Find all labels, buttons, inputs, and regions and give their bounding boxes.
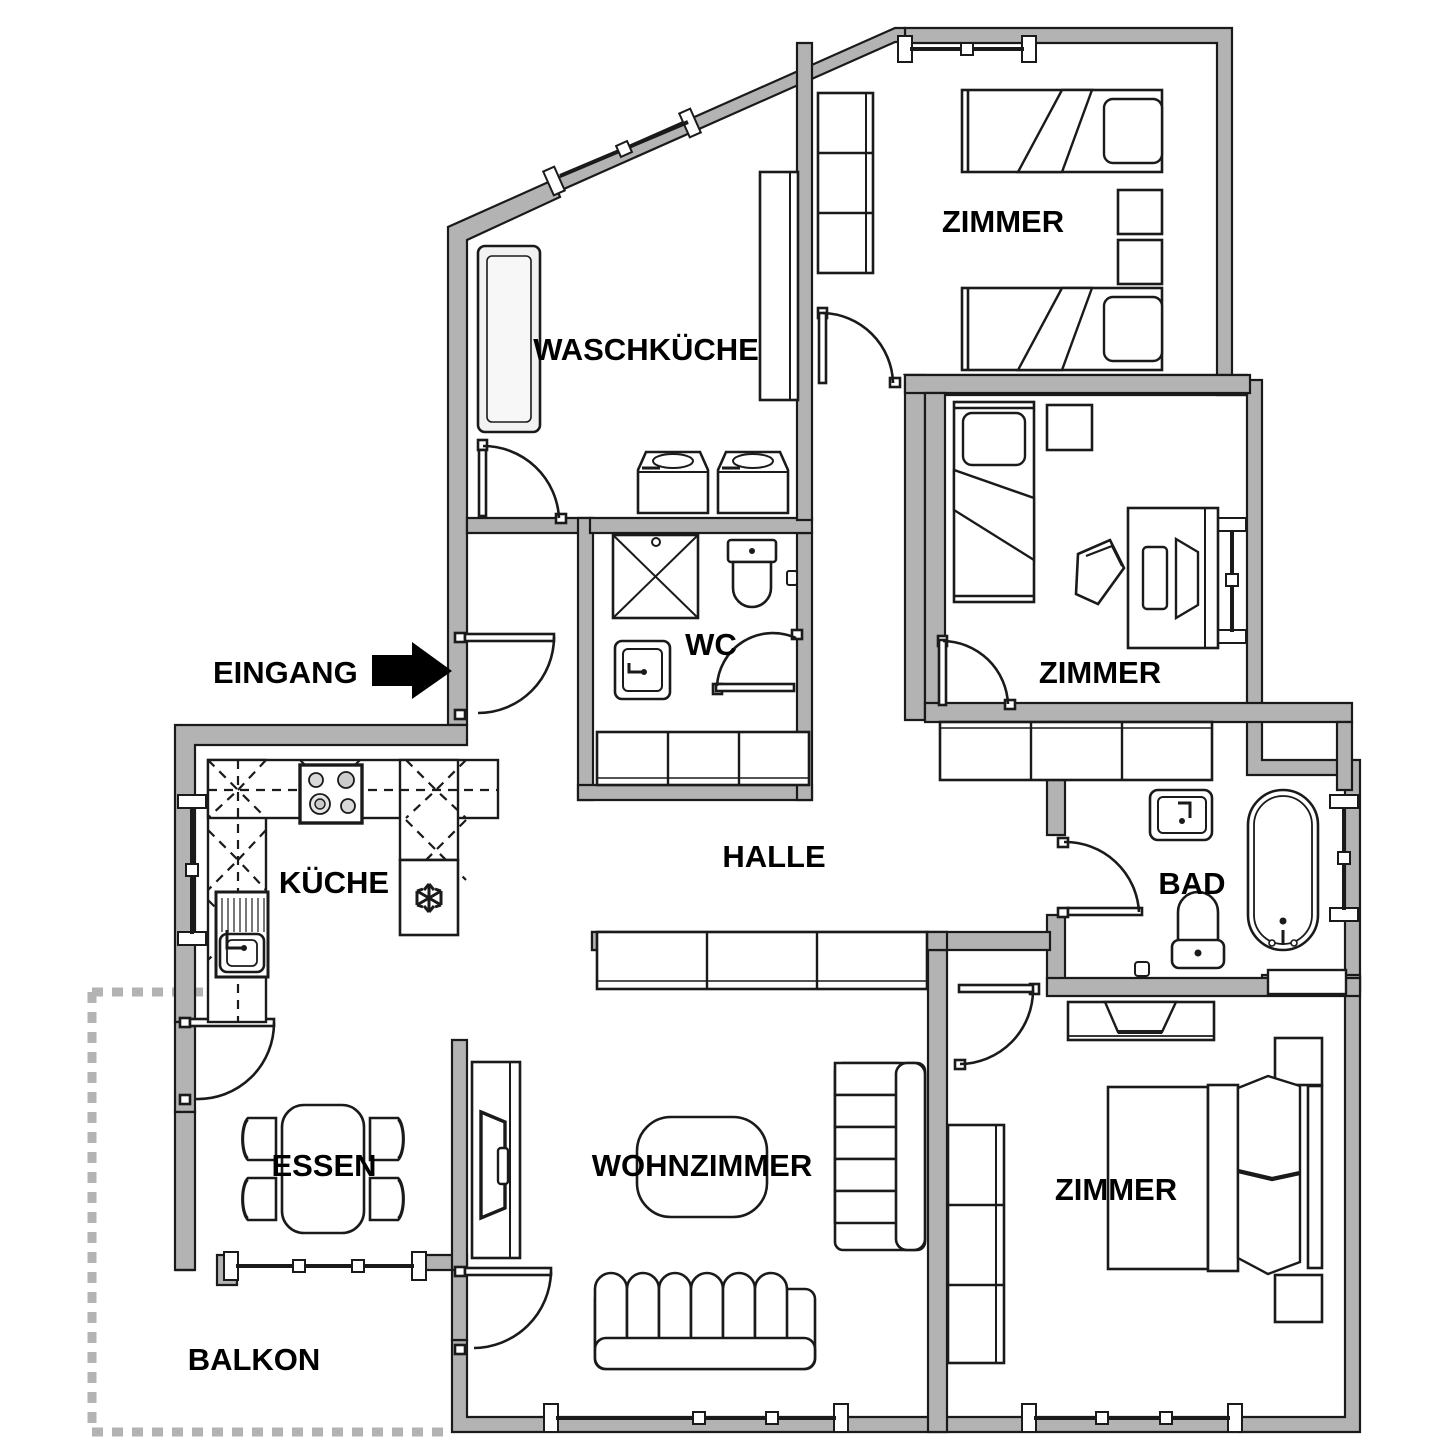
door-bad [1056, 836, 1144, 919]
label-zimmer-bottom: ZIMMER [1055, 1172, 1177, 1207]
bad-wall-sink [1148, 788, 1214, 842]
label-zimmer-top: ZIMMER [942, 204, 1064, 239]
window-right-mid [1217, 517, 1247, 644]
label-wohnzimmer: WOHNZIMMER [592, 1148, 812, 1183]
double-bed [1106, 1074, 1324, 1276]
cooktop [298, 763, 364, 825]
shower [611, 533, 700, 620]
desk-mid [1126, 506, 1220, 650]
bad-shelf-right [1266, 968, 1348, 996]
closet-halle-north [938, 720, 1214, 782]
window-wohnzimmer [543, 1403, 849, 1433]
tv-cabinet [470, 1060, 522, 1260]
zimmer-mid-furniture [952, 400, 1220, 650]
label-zimmer-mid: ZIMMER [1039, 655, 1161, 690]
washing-machine [636, 450, 710, 515]
nightstand-mid [1045, 403, 1094, 452]
door-balkon [453, 1265, 553, 1356]
twin-bed-1 [960, 88, 1164, 174]
closet-wc-front [595, 730, 811, 787]
tall-cabinet [758, 170, 800, 402]
coffee-table [635, 1115, 769, 1219]
desk-chair-mid [1074, 538, 1126, 606]
label-balkon: BALKON [188, 1342, 321, 1377]
nightstand-top-2 [1116, 238, 1164, 286]
door-zimmer-bottom [953, 982, 1041, 1071]
zimmer-top-furniture [816, 88, 1164, 372]
nightstand-bottom-1 [1273, 1036, 1324, 1087]
essen-furniture [241, 1060, 522, 1260]
label-eingang: EINGANG [213, 655, 358, 690]
bad-toilet [1134, 890, 1226, 977]
door-zimmer-mid [936, 634, 1017, 711]
window-kitchen-left [177, 794, 207, 946]
wc-sink [613, 639, 672, 701]
wardrobe-top-zimmer [816, 91, 875, 275]
sofa-right [833, 1061, 927, 1252]
kueche-furniture [206, 758, 500, 1024]
dining-table [280, 1103, 366, 1235]
nightstand-bottom-2 [1273, 1273, 1324, 1324]
window-diagonal [541, 107, 703, 197]
dining-chair-br [368, 1176, 405, 1222]
wohnzimmer-furniture [593, 1061, 927, 1371]
doors [178, 306, 1144, 1356]
arrow-right-icon [372, 642, 452, 699]
room-labels: WASCHKÜCHE ZIMMER ZIMMER ZIMMER WC BAD E… [188, 204, 1226, 1377]
label-waschkueche: WASCHKÜCHE [533, 332, 759, 367]
door-wc [711, 628, 804, 696]
label-kueche: KÜCHE [279, 865, 389, 900]
door-zimmer-top [816, 306, 902, 389]
dining-chair-tr [368, 1116, 405, 1162]
window-essen [223, 1251, 427, 1281]
wardrobe-bottom-zimmer [946, 1123, 1006, 1365]
window-right-bad [1329, 794, 1359, 922]
window-top [897, 35, 1037, 63]
label-wc: WC [685, 627, 737, 662]
label-halle: HALLE [722, 839, 825, 874]
waschkueche-furniture [476, 170, 800, 515]
dining-chair-tl [241, 1116, 278, 1162]
closet-halle-south [595, 930, 929, 991]
sofa-bottom [593, 1271, 817, 1371]
wc-fixtures [611, 533, 798, 701]
label-essen: ESSEN [271, 1148, 376, 1183]
single-bed-mid [952, 400, 1036, 604]
twin-bed-2 [960, 286, 1164, 372]
wc-toilet [726, 538, 798, 609]
snowflake-icon [415, 883, 443, 913]
window-zimmer-bottom [1021, 1403, 1243, 1433]
halle-closets [595, 720, 1214, 991]
bathtub [1246, 788, 1320, 952]
refrigerator [398, 858, 460, 937]
dryer [716, 450, 790, 515]
nightstand-top-1 [1116, 188, 1164, 236]
drying-rack [476, 244, 542, 434]
bad-fixtures [1066, 788, 1348, 1042]
door-eingang [453, 631, 556, 721]
kitchen-sink [214, 890, 270, 979]
counter-right [398, 758, 460, 862]
windows [177, 35, 1359, 1433]
label-bad: BAD [1158, 866, 1225, 901]
door-waschkueche [476, 438, 568, 525]
bad-dresser [1066, 1000, 1216, 1042]
zimmer-bottom-furniture [946, 1036, 1324, 1365]
dining-chair-bl [241, 1176, 278, 1222]
